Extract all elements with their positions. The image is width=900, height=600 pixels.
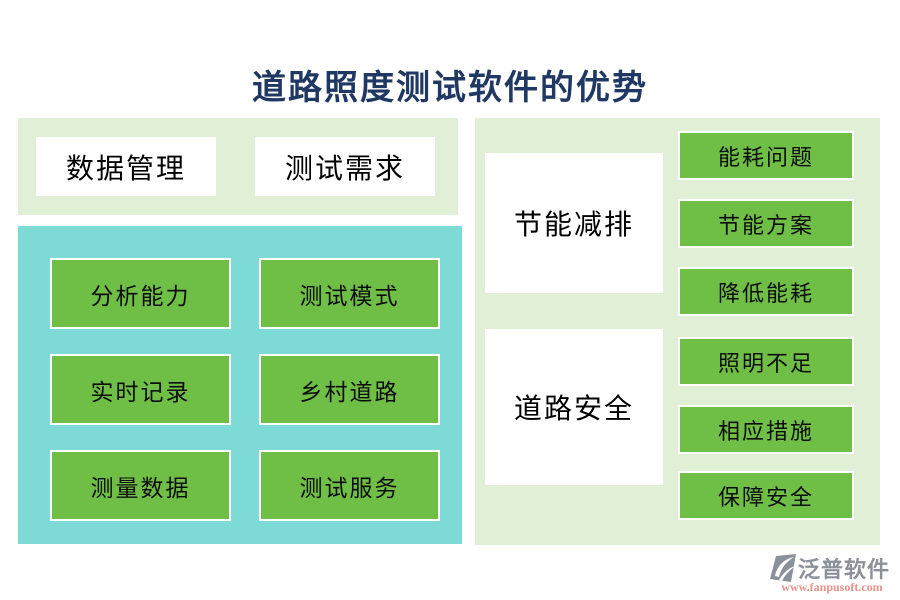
- benefit-box: 降低能耗: [678, 267, 854, 316]
- brand-name: 泛普软件: [798, 557, 891, 582]
- benefit-box-label: 保障安全: [717, 484, 814, 510]
- page-title: 道路照度测试软件的优势: [252, 70, 648, 107]
- benefit-box-label: 相应措施: [717, 418, 814, 444]
- brand-logo: 泛普软件 www.fanpusoft.com: [768, 551, 896, 599]
- group-label: 节能减排: [513, 210, 634, 241]
- fanpu-logo-icon: [770, 554, 796, 582]
- category-card-data-management: 数据管理: [36, 137, 216, 196]
- benefit-box: 节能方案: [678, 199, 854, 248]
- brand-url: www.fanpusoft.com: [781, 580, 883, 594]
- feature-box: 测量数据: [50, 450, 231, 521]
- feature-box: 分析能力: [50, 258, 231, 329]
- feature-box: 测试服务: [259, 450, 440, 521]
- category-card-label: 数据管理: [65, 153, 186, 185]
- feature-box-label: 测试服务: [299, 475, 400, 501]
- feature-box-label: 实时记录: [90, 379, 191, 405]
- benefit-box: 照明不足: [678, 337, 854, 386]
- benefit-box-label: 照明不足: [717, 350, 814, 376]
- features-grid-panel: 分析能力 测试模式 实时记录 乡村道路 测量数据 测试服务: [18, 226, 462, 544]
- benefit-box: 保障安全: [678, 471, 854, 520]
- category-card-label: 测试需求: [284, 153, 405, 185]
- benefit-box: 能耗问题: [678, 131, 854, 180]
- category-card-test-demand: 测试需求: [255, 137, 435, 196]
- group-label: 道路安全: [513, 394, 634, 425]
- feature-box-label: 分析能力: [90, 283, 191, 309]
- benefit-box-label: 能耗问题: [717, 144, 814, 170]
- benefit-box: 相应措施: [678, 405, 854, 454]
- group-label-card-road-safety: 道路安全: [485, 329, 663, 485]
- data-category-panel: 数据管理 测试需求: [18, 118, 458, 215]
- feature-box: 测试模式: [259, 258, 440, 329]
- feature-box-label: 乡村道路: [299, 379, 400, 405]
- feature-box-label: 测量数据: [90, 475, 191, 501]
- benefit-box-label: 降低能耗: [717, 280, 814, 306]
- feature-box: 乡村道路: [259, 354, 440, 425]
- group-label-card-energy-saving: 节能减排: [485, 153, 663, 293]
- benefits-panel: 节能减排 能耗问题 节能方案 降低能耗 道路安全 照明不足 相应措施 保障安全: [475, 118, 880, 545]
- feature-box-label: 测试模式: [299, 283, 400, 309]
- feature-box: 实时记录: [50, 354, 231, 425]
- benefit-box-label: 节能方案: [717, 212, 814, 238]
